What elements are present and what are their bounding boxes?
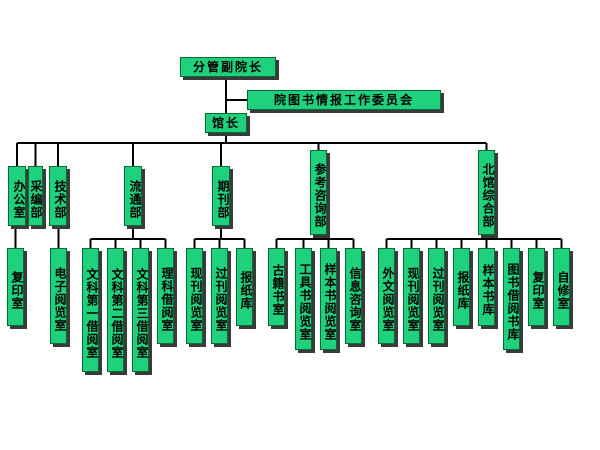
unit-arts-lending-3: 文科第三借阅室 xyxy=(132,248,149,372)
dept-circulation-label: 流通部 xyxy=(128,179,142,219)
dept-periodicals: 期刊部 xyxy=(212,166,230,226)
dept-circulation: 流通部 xyxy=(124,166,142,226)
unit-info-consulting: 信息咨询室 xyxy=(345,248,362,344)
unit-ancient-books: 古籍书室 xyxy=(268,248,285,326)
unit-label: 现刊阅览室 xyxy=(189,266,203,332)
deputy-president-box: 分管副院长 xyxy=(180,57,276,77)
committee-label: 院图书情报工作委员会 xyxy=(273,93,414,107)
unit-label: 复印室 xyxy=(531,270,545,310)
dept-reference: 参考咨询部 xyxy=(310,150,327,235)
dept-north-library: 北馆综合部 xyxy=(478,150,495,235)
unit-label: 样本书阅览室 xyxy=(323,263,337,341)
unit-current-periodicals: 现刊阅览室 xyxy=(186,248,203,344)
unit-label: 报纸库 xyxy=(456,270,470,310)
unit-e-reading-room: 电子阅览室 xyxy=(50,248,67,344)
dept-office-label: 办公室 xyxy=(12,179,26,219)
dept-reference-label: 参考咨询部 xyxy=(313,163,327,228)
unit-label: 理科借阅室 xyxy=(160,266,174,332)
unit-label: 报纸库 xyxy=(239,270,253,310)
unit-arts-lending-1: 文科第一借阅室 xyxy=(82,248,99,372)
unit-foreign-reading: 外文阅览室 xyxy=(378,248,395,344)
unit-label: 复印室 xyxy=(10,270,24,310)
dept-periodicals-label: 期刊部 xyxy=(216,179,230,219)
unit-arts-lending-2: 文科第二借阅室 xyxy=(107,248,124,372)
director-label: 馆长 xyxy=(211,116,240,130)
unit-label: 样本书库 xyxy=(481,264,495,316)
unit-label: 工具书阅览室 xyxy=(298,263,312,341)
unit-label: 古籍书室 xyxy=(271,264,285,316)
unit-label: 图书借阅书库 xyxy=(506,263,520,341)
dept-technical-label: 技术部 xyxy=(53,179,67,219)
unit-back-periodicals: 过刊阅览室 xyxy=(211,248,228,344)
director-box: 馆长 xyxy=(205,113,247,133)
unit-north-newspaper-store: 报纸库 xyxy=(453,248,470,326)
unit-label: 信息咨询室 xyxy=(348,266,362,332)
unit-north-back-periodicals: 过刊阅览室 xyxy=(428,248,445,344)
unit-north-copy-room: 复印室 xyxy=(528,248,545,326)
dept-technical: 技术部 xyxy=(49,166,67,226)
dept-acquisition-label: 采编部 xyxy=(29,179,43,219)
unit-label: 现刊阅览室 xyxy=(406,266,420,332)
unit-science-lending: 理科借阅室 xyxy=(157,248,174,344)
unit-label: 自修室 xyxy=(556,270,570,310)
unit-label: 文科第三借阅室 xyxy=(135,267,149,359)
dept-north-library-label: 北馆综合部 xyxy=(481,163,495,228)
unit-newspaper-store: 报纸库 xyxy=(236,248,253,326)
deputy-president-label: 分管副院长 xyxy=(192,60,263,74)
unit-sample-book-store: 样本书库 xyxy=(478,248,495,326)
unit-label: 电子阅览室 xyxy=(53,266,67,332)
unit-office-copy-room: 复印室 xyxy=(7,248,24,326)
unit-sample-books-reading: 样本书阅览室 xyxy=(320,248,337,350)
unit-label: 外文阅览室 xyxy=(381,266,395,332)
unit-north-current-periodicals: 现刊阅览室 xyxy=(403,248,420,344)
unit-label: 文科第一借阅室 xyxy=(85,267,99,359)
dept-acquisition: 采编部 xyxy=(28,166,43,226)
committee-box: 院图书情报工作委员会 xyxy=(247,90,441,110)
dept-office: 办公室 xyxy=(8,166,26,226)
unit-label: 过刊阅览室 xyxy=(214,266,228,332)
unit-label: 过刊阅览室 xyxy=(431,266,445,332)
unit-label: 文科第二借阅室 xyxy=(110,267,124,359)
unit-study-room: 自修室 xyxy=(553,248,570,326)
unit-book-lending-store: 图书借阅书库 xyxy=(503,248,520,350)
unit-reference-books: 工具书阅览室 xyxy=(295,248,312,350)
